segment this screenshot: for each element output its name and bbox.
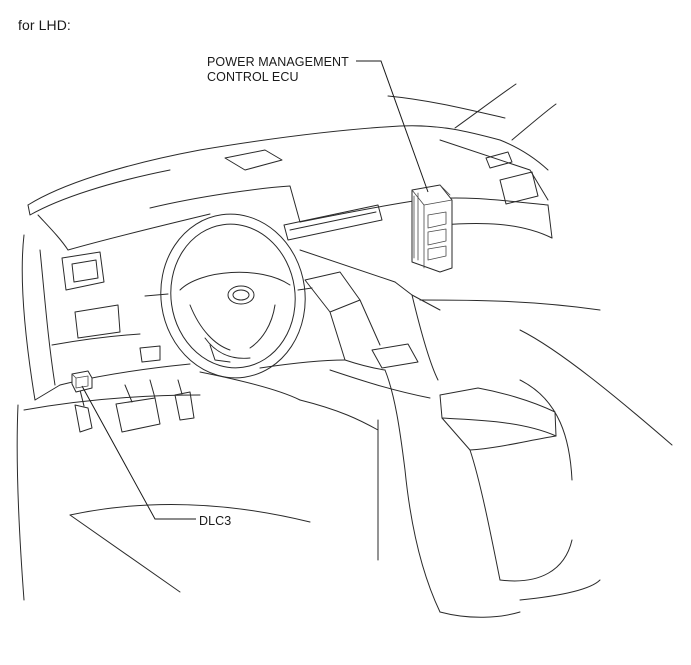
center-console — [329, 369, 601, 618]
dlc3-leader-line — [81, 385, 196, 520]
windshield-outline — [387, 83, 557, 141]
passenger-dash — [419, 151, 673, 446]
power-management-ecu — [411, 184, 453, 273]
diagram-caption: for LHD: — [18, 17, 71, 33]
center-stack — [299, 249, 441, 381]
dlc3-connector — [71, 370, 93, 393]
ecu-leader-line — [356, 60, 429, 193]
instrument-cluster — [149, 185, 421, 241]
steering-wheel — [144, 213, 313, 379]
left-door-panel — [21, 234, 141, 401]
lower-dash — [59, 345, 346, 401]
floor — [16, 394, 379, 601]
pedals — [74, 379, 195, 433]
ecu-callout-line-2: CONTROL ECU — [207, 70, 299, 84]
ecu-callout-label: POWER MANAGEMENT CONTROL ECU — [207, 55, 349, 85]
leader-lines — [81, 60, 429, 520]
dashboard-top — [27, 125, 549, 251]
dlc3-callout-label: DLC3 — [199, 514, 232, 528]
ecu-callout-line-1: POWER MANAGEMENT — [207, 55, 349, 69]
